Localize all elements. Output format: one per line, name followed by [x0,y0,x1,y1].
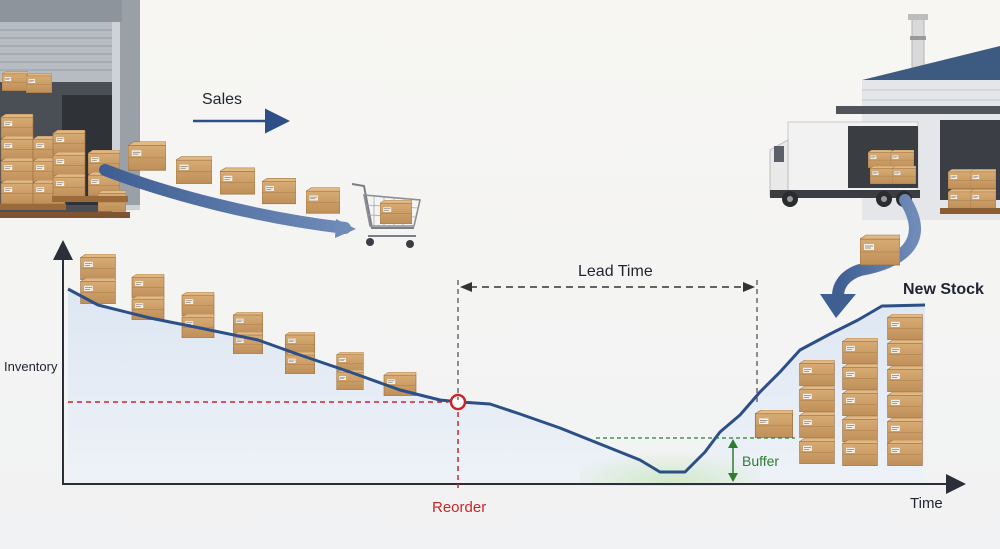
box [220,167,255,195]
box [176,155,212,185]
inventory-line [67,287,926,474]
reorder-marker [449,393,467,411]
box [128,141,166,171]
delivery-truck-icon [769,121,920,207]
delivery-arrowhead [820,294,856,318]
conveyor-belt [99,164,351,234]
inventory-area [68,289,925,482]
new-stock-label: New Stock [903,281,984,298]
conveyor-arrowhead [335,219,356,238]
inventory-axis-label: Inventory [4,359,58,374]
delivery-flow [820,194,921,318]
box [306,187,340,214]
buffer-zone [580,436,760,486]
lead-time-arrow-right [743,282,755,292]
buffer-arrow-down [728,473,738,482]
lead-time-label: Lead Time [578,263,653,280]
sales-label: Sales [202,91,242,108]
box [860,234,900,266]
buffer-arrow-up [728,439,738,448]
shopping-cart-icon [351,183,421,248]
lead-time-arrow-left [460,282,472,292]
time-axis-label: Time [910,495,943,512]
inventory-chart [53,240,966,494]
reorder-label: Reorder [432,499,486,516]
buffer-label: Buffer [742,453,779,469]
warehouse-icon [0,0,140,218]
sales-flow [99,108,356,238]
box [262,177,296,205]
